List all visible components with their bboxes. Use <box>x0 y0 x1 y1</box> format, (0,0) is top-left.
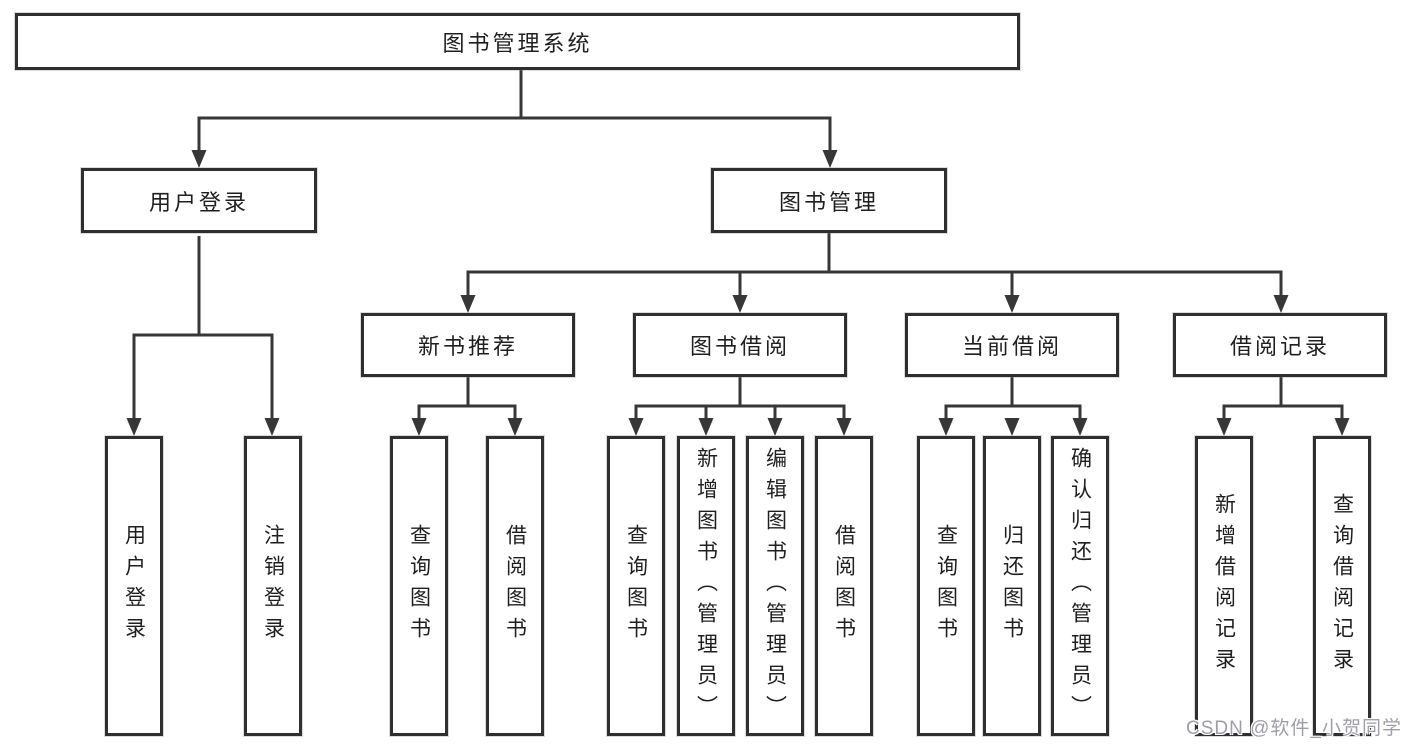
node-current-borrow-label: 当前借阅 <box>961 334 1062 359</box>
leaf-confirm-return-admin: 确认归还（管理员） <box>1051 436 1109 736</box>
csdn-watermark: CSDN @软件_小贺同学 <box>1186 718 1402 739</box>
connector-current-to-leaves <box>938 377 1088 436</box>
node-root: 图书管理系统 <box>15 13 1020 70</box>
leaf-query-books-recommend: 查询图书 <box>390 436 448 736</box>
leaf-query-books-current: 查询图书 <box>917 436 975 736</box>
connector-root-to-level2 <box>191 70 838 168</box>
leaf-query-borrow-record: 查询借阅记录 <box>1313 436 1371 736</box>
node-user-login: 用户登录 <box>81 168 317 233</box>
connector-userlogin-to-leaves <box>126 236 280 436</box>
leaf-borrow-books-recommend: 借阅图书 <box>486 436 544 736</box>
connector-newbook-to-leaves <box>411 377 523 436</box>
node-new-book-recommend: 新书推荐 <box>361 313 575 377</box>
leaf-query-books-borrow: 查询图书 <box>607 436 665 736</box>
connector-bookmgmt-to-level3 <box>460 233 1289 313</box>
leaf-add-book-admin: 新增图书（管理员） <box>677 436 735 736</box>
connector-records-to-leaves <box>1216 377 1350 436</box>
node-user-login-label: 用户登录 <box>148 189 249 215</box>
leaf-user-login: 用户登录 <box>105 436 163 736</box>
leaf-add-borrow-record: 新增借阅记录 <box>1195 436 1253 736</box>
leaf-return-book: 归还图书 <box>983 436 1041 736</box>
node-current-borrow: 当前借阅 <box>905 313 1119 377</box>
node-borrow-records: 借阅记录 <box>1173 313 1387 377</box>
node-book-borrow: 图书借阅 <box>633 313 847 377</box>
leaf-logout: 注销登录 <box>244 436 302 736</box>
node-book-borrow-label: 图书借阅 <box>689 334 790 359</box>
leaf-borrow-books-borrow: 借阅图书 <box>815 436 873 736</box>
node-book-management-label: 图书管理 <box>778 189 879 215</box>
node-book-management: 图书管理 <box>711 168 947 233</box>
node-root-label: 图书管理系统 <box>442 30 593 56</box>
node-new-book-recommend-label: 新书推荐 <box>417 334 518 359</box>
node-borrow-records-label: 借阅记录 <box>1229 334 1330 359</box>
leaf-edit-book-admin: 编辑图书（管理员） <box>746 436 804 736</box>
connector-borrow-to-leaves <box>628 377 852 436</box>
